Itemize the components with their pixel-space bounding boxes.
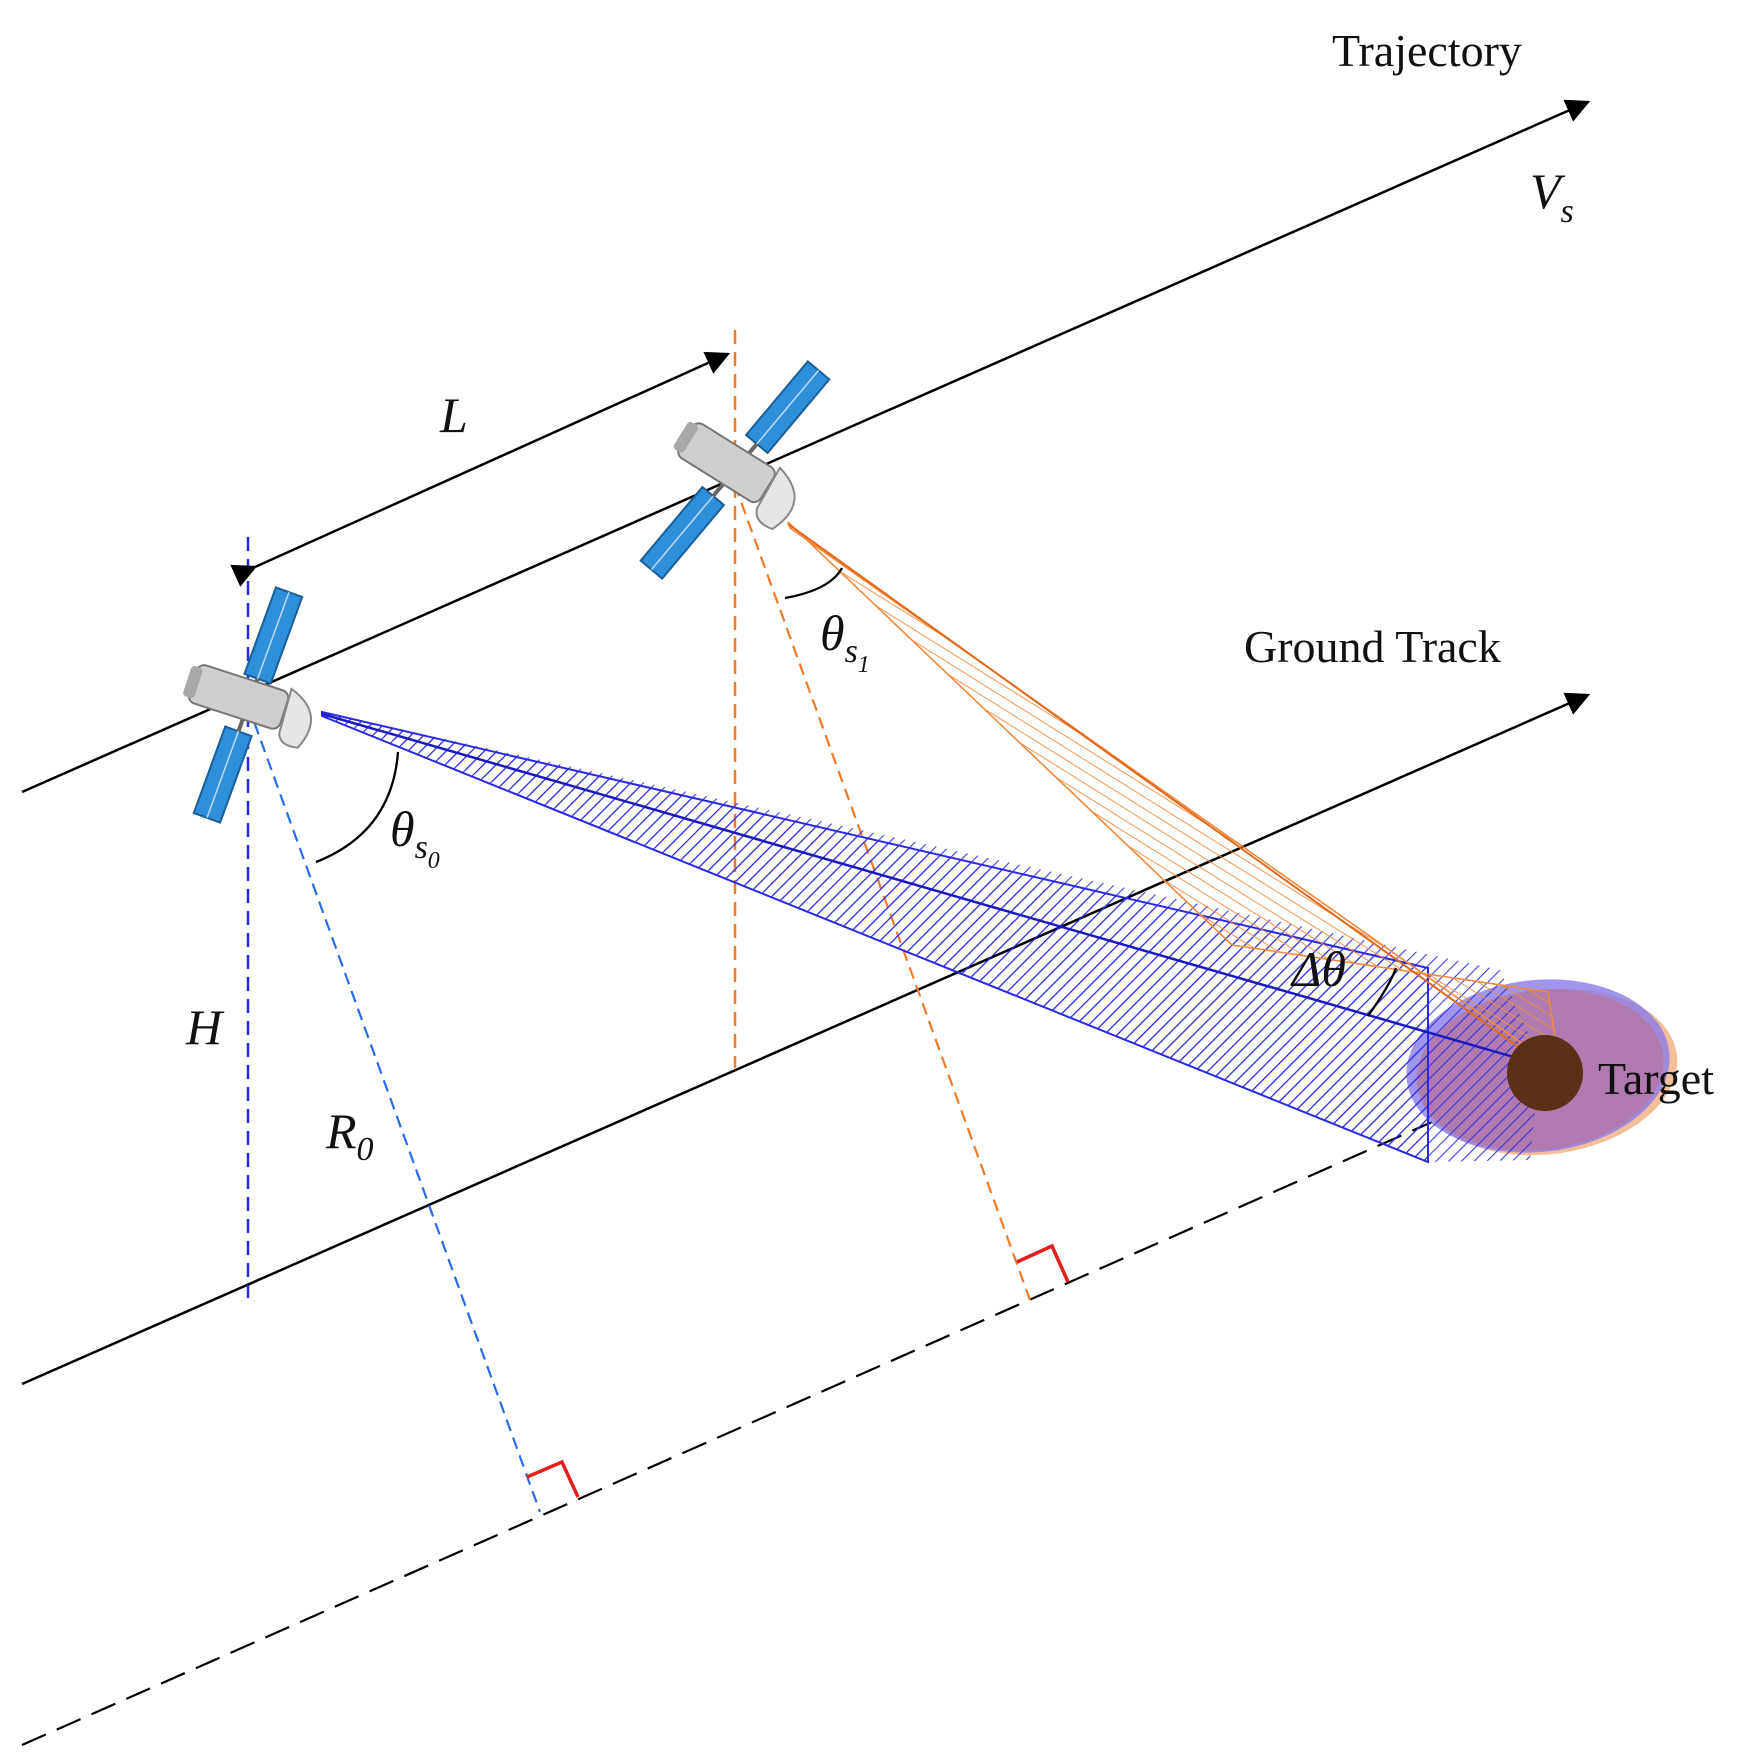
beam-sat0-centerline <box>321 712 1546 1068</box>
satellite-body-1 <box>673 422 796 531</box>
range-line-sat1 <box>733 484 1032 1301</box>
theta-s1-label: θs1 <box>820 605 870 678</box>
range-label: R0 <box>325 1103 374 1168</box>
trajectory-label: Trajectory <box>1332 25 1522 76</box>
right-angle-marker-1 <box>1016 1243 1070 1283</box>
satellite-icon <box>639 360 831 580</box>
theta-s0-label: θs0 <box>390 801 440 874</box>
satellite-icon <box>192 586 304 824</box>
theta-s0-arc <box>315 751 400 864</box>
target-label: Target <box>1598 1053 1714 1104</box>
beam-sat0-upper <box>322 712 1540 1162</box>
ground-track-line <box>21 692 1591 1386</box>
delta-theta-label: Δθ <box>1290 941 1346 997</box>
trajectory-line <box>21 99 1591 794</box>
height-label: H <box>185 999 225 1055</box>
ground-track-label: Ground Track <box>1244 621 1501 672</box>
beam-sat1 <box>787 521 1562 1072</box>
delta-theta-arc <box>1367 967 1398 1017</box>
right-angle-marker-0 <box>526 1459 580 1498</box>
length-dimension-arrow <box>230 351 731 587</box>
beam-sat1-centerline <box>787 523 1546 1067</box>
satellite-body-0 <box>183 664 313 749</box>
range-baseline-dashed <box>21 1120 1433 1747</box>
length-label: L <box>439 387 468 443</box>
range-line-sat0 <box>246 704 542 1513</box>
velocity-label: Vs <box>1530 163 1574 230</box>
theta-s1-arc <box>784 567 844 600</box>
target-dot <box>1507 1035 1583 1111</box>
